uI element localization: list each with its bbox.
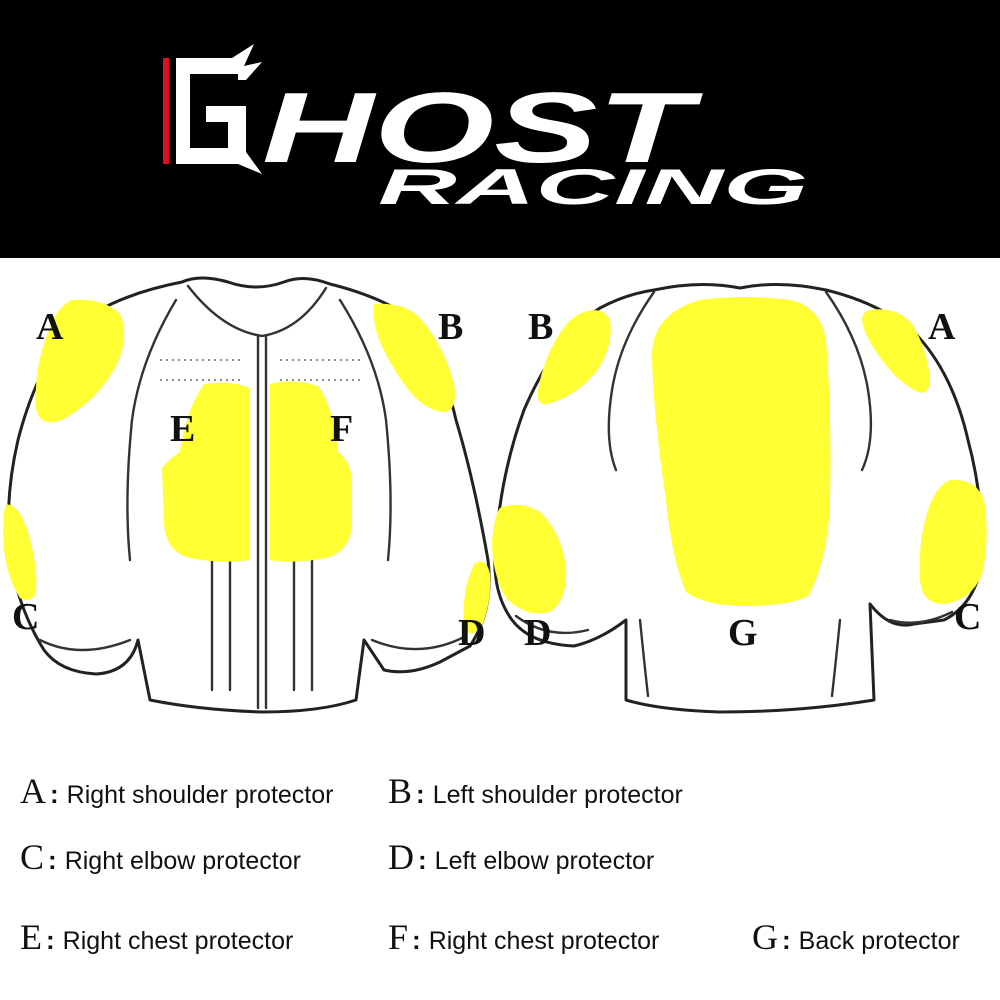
legend-colon: : — [416, 779, 425, 809]
legend-item-e: E:Right chest protector — [20, 916, 293, 958]
legend-item-c: C:Right elbow protector — [20, 836, 301, 878]
jacket-back-seam-left — [607, 290, 656, 472]
jacket-back-cuff-left — [514, 614, 590, 635]
logo-tagline: RACING — [378, 159, 808, 215]
legend-letter: F — [388, 917, 409, 957]
jacket-front-seam-left — [126, 298, 178, 562]
jacket-front — [3, 276, 491, 714]
protector-c-back — [919, 479, 987, 604]
jacket-front-cuff-right — [370, 634, 468, 651]
callout-c-front: C — [12, 596, 40, 638]
logo-wordmark: HOST — [262, 72, 704, 184]
protector-e — [162, 382, 250, 562]
legend-letter: E — [20, 917, 42, 957]
callout-d-back: D — [524, 612, 552, 654]
jacket-front-hem-seams — [210, 558, 314, 692]
brand-banner: G HOST RACING — [0, 0, 1000, 258]
legend-item-f: F:Right chest protector — [388, 916, 659, 958]
callout-c-back: C — [954, 596, 982, 638]
legend-colon: : — [418, 845, 427, 875]
legend-letter: D — [388, 837, 414, 877]
jacket-front-outline — [6, 276, 491, 714]
jacket-front-zipper — [256, 334, 268, 710]
legend-text: Back protector — [798, 927, 960, 955]
legend-item-g: G:Back protector — [752, 916, 960, 958]
jacket-back-side-seam-right — [830, 618, 842, 698]
legend-colon: : — [50, 779, 59, 809]
callout-b-front: B — [438, 306, 464, 348]
protector-a-back — [862, 309, 930, 393]
logo-accent-bar — [163, 58, 169, 164]
legend-colon: : — [46, 925, 55, 955]
protector-b-back — [537, 310, 611, 405]
callout-b-back: B — [528, 306, 554, 348]
protector-a-front — [35, 299, 125, 423]
legend-item-a: A:Right shoulder protector — [20, 770, 333, 812]
callout-g: G — [728, 612, 758, 654]
protector-d-back — [492, 504, 567, 614]
legend-text: Left elbow protector — [434, 847, 655, 875]
jacket-front-seam-right — [338, 298, 392, 562]
jacket-front-collar — [186, 284, 328, 338]
jacket-back — [492, 282, 987, 714]
legend-letter: A — [20, 771, 46, 811]
protector-b-front — [373, 303, 455, 412]
protector-f — [270, 381, 352, 562]
legend-item-d: D:Left elbow protector — [388, 836, 654, 878]
legend-text: Right chest protector — [428, 927, 660, 955]
protector-c-front — [3, 504, 37, 600]
legend-colon: : — [412, 925, 421, 955]
legend-letter: G — [752, 917, 778, 957]
brand-logo: G HOST RACING — [0, 0, 808, 215]
callout-e: E — [170, 408, 196, 450]
legend-letter: B — [388, 771, 413, 811]
legend-item-b: B:Left shoulder protector — [388, 770, 683, 812]
jacket-front-cuff-left — [38, 638, 132, 652]
jacket-front-mesh — [160, 359, 360, 381]
legend-text: Left shoulder protector — [432, 781, 683, 809]
logo-initial: G — [0, 0, 1, 1]
protector-d-front — [463, 561, 491, 634]
legend-text: Right elbow protector — [64, 847, 301, 875]
legend-colon: : — [782, 925, 791, 955]
legend-text: Right shoulder protector — [66, 781, 334, 809]
jacket-back-side-seam-left — [638, 618, 650, 698]
callout-a-back: A — [928, 306, 956, 348]
callout-f: F — [330, 408, 354, 450]
protector-g — [651, 297, 831, 606]
legend-letter: C — [20, 837, 45, 877]
jacket-back-cuff-right — [888, 610, 954, 624]
legend-text: Right chest protector — [62, 927, 294, 955]
callout-d-front: D — [458, 612, 486, 654]
jacket-back-seam-right — [824, 290, 873, 472]
callout-a-front: A — [36, 306, 64, 348]
legend-colon: : — [48, 845, 57, 875]
logo-monogram — [176, 44, 262, 174]
armor-diagram — [3, 276, 987, 714]
